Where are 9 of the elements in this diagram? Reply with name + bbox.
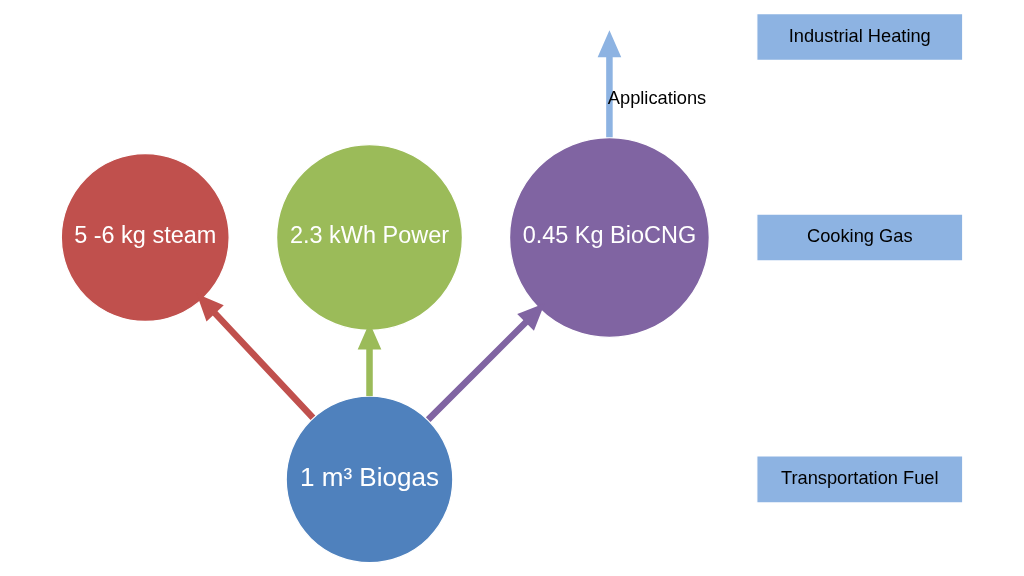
arrow xyxy=(425,303,545,422)
node-box: Cooking Gas xyxy=(756,213,964,262)
edge-label: Applications xyxy=(607,86,707,108)
arrow xyxy=(597,30,622,138)
node-box: Transportation Fuel xyxy=(756,455,964,504)
node-circle: 0.45 Kg BioCNG xyxy=(508,137,710,339)
node-box: Industrial Heating xyxy=(756,12,964,62)
node-circle: 1 m³ Biogas xyxy=(285,395,454,564)
node-circle: 2.3 kWh Power xyxy=(275,143,464,332)
